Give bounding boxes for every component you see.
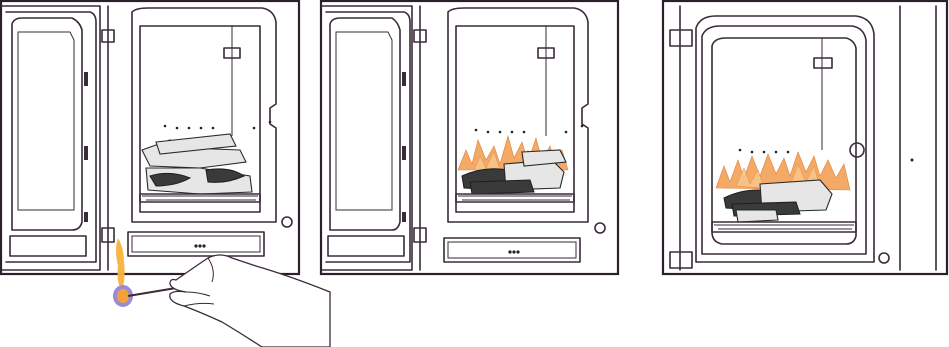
panel-step-3 bbox=[663, 1, 947, 274]
panel-step-1 bbox=[1, 1, 330, 347]
hand-icon bbox=[170, 255, 330, 347]
hinge-icon bbox=[84, 72, 88, 86]
panel-step-2 bbox=[321, 1, 618, 274]
